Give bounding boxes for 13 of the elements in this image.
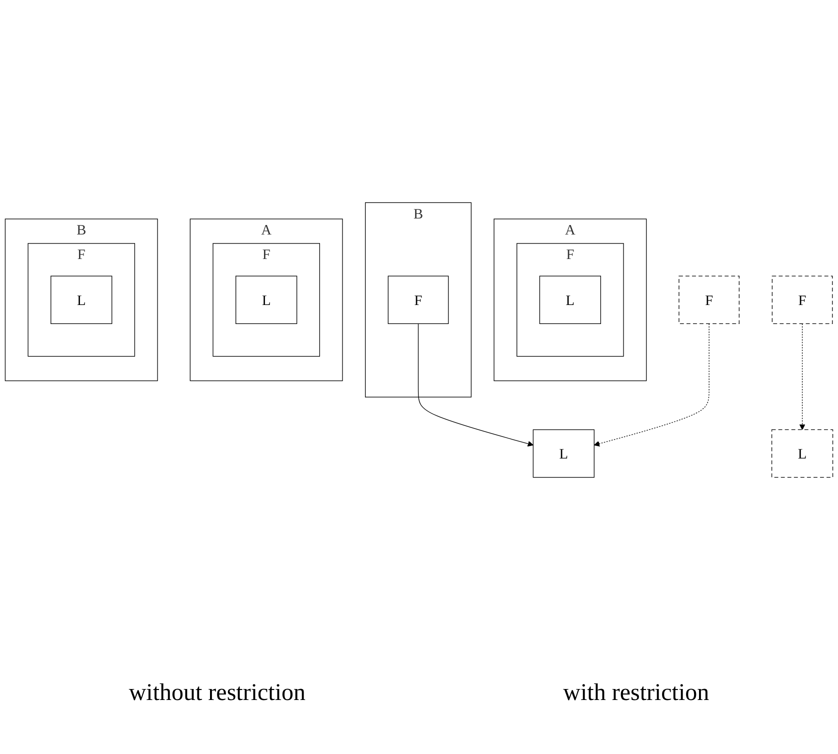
caption: without restriction	[128, 680, 306, 707]
node-box: L	[236, 276, 298, 324]
node-box: L	[539, 276, 602, 324]
arrow	[418, 323, 534, 446]
node-box: F	[772, 276, 833, 324]
arrow	[594, 323, 710, 446]
node-box: L	[532, 429, 594, 478]
arrow	[799, 323, 806, 430]
node-box: L	[771, 429, 834, 478]
node-box: L	[50, 276, 112, 324]
caption: with restriction	[563, 680, 710, 707]
node-box: F	[388, 276, 449, 324]
node-box: F	[678, 276, 740, 324]
